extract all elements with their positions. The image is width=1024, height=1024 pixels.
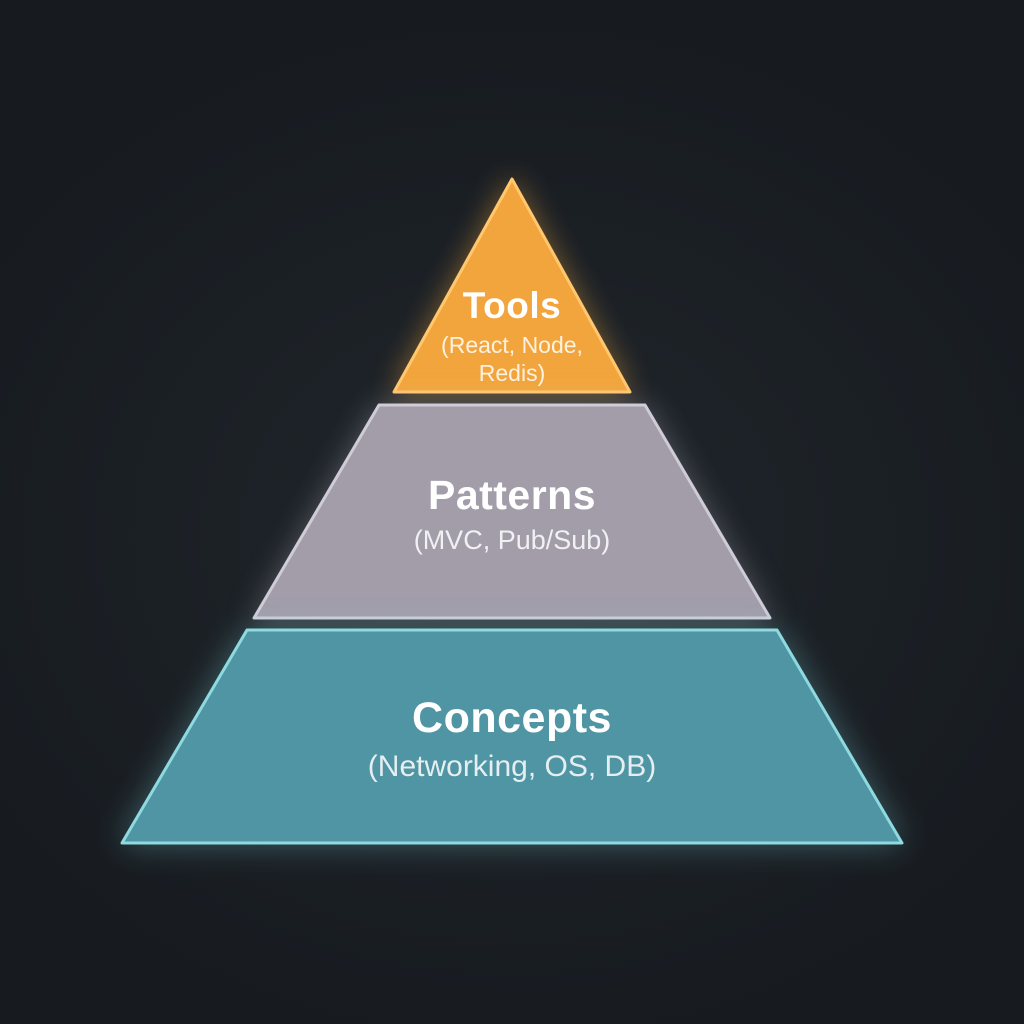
tier-patterns-shape: [254, 405, 770, 618]
tier-concepts-border: [120, 628, 904, 845]
tier-tools-border: [392, 177, 632, 394]
tier-patterns-border: [252, 403, 772, 620]
tier-concepts-shape: [122, 630, 902, 843]
tier-concepts-group: [120, 628, 904, 845]
tier-tools-shape: [394, 179, 630, 392]
tier-patterns-group: [252, 403, 772, 620]
tier-tools-group: [392, 177, 632, 394]
